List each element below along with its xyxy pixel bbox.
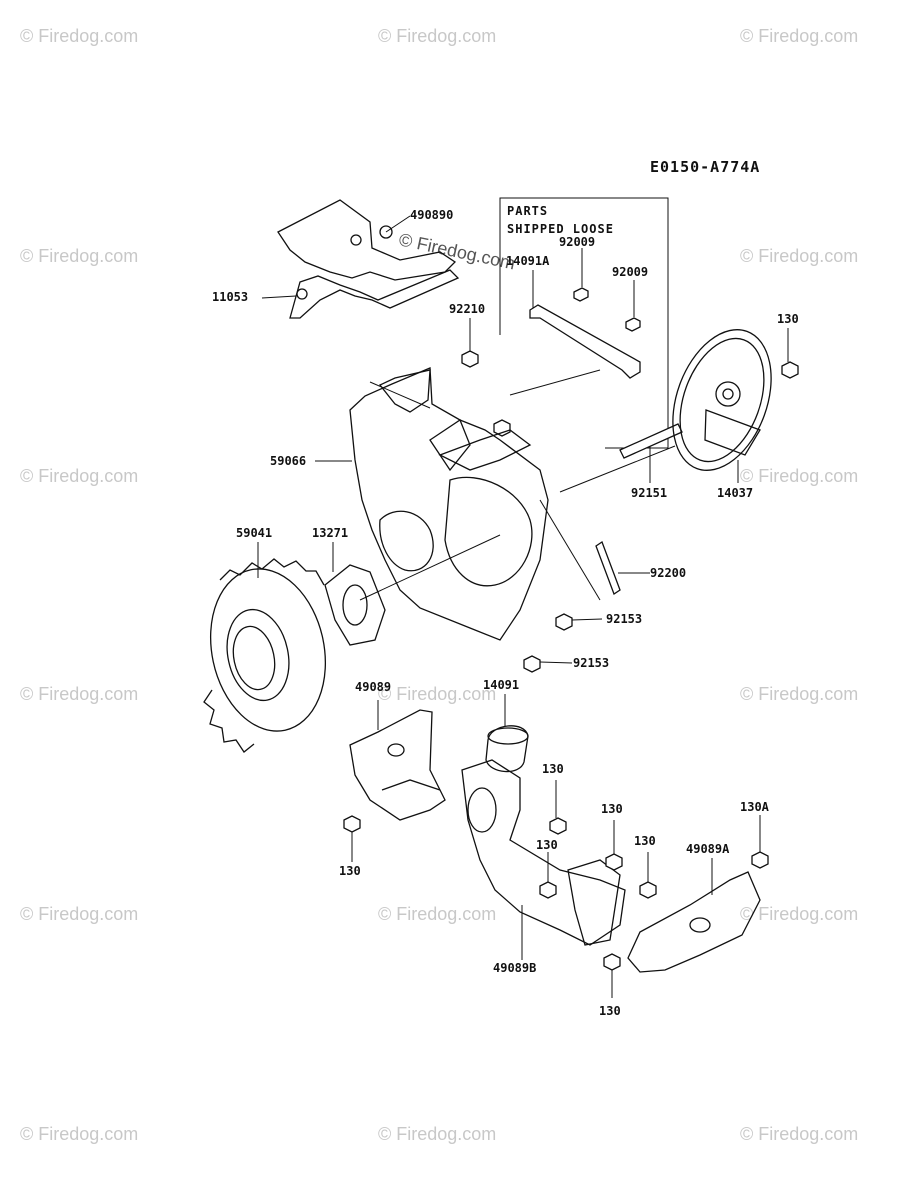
watermark: © Firedog.com	[740, 1124, 858, 1144]
part-130-d	[605, 820, 623, 871]
part-14037	[672, 329, 772, 483]
label-130-d: 130	[601, 802, 623, 816]
part-49089B	[461, 759, 626, 960]
label-92009-a: 92009	[559, 235, 595, 249]
part-14091A	[529, 270, 641, 379]
part-92153-b	[523, 655, 573, 673]
label-11053: 11053	[212, 290, 248, 304]
loose-parts-subtitle: SHIPPED LOOSE	[507, 222, 614, 236]
part-labels: 490890 11053 92009 14091A 92009 92210 13…	[212, 208, 799, 1018]
watermark: © Firedog.com	[378, 1124, 496, 1144]
watermark: © Firedog.com	[740, 246, 858, 266]
watermark: © Firedog.com	[20, 1124, 138, 1144]
label-92210: 92210	[449, 302, 485, 316]
part-130-b	[549, 780, 567, 835]
part-59041	[203, 542, 327, 753]
watermark: © Firedog.com	[20, 26, 138, 46]
part-92200	[595, 541, 650, 595]
watermark: © Firedog.com	[397, 229, 517, 273]
part-13271	[324, 542, 386, 646]
watermark: © Firedog.com	[740, 684, 858, 704]
label-49089B: 49089B	[493, 961, 536, 975]
part-130A	[751, 815, 769, 869]
label-130A: 130A	[740, 800, 770, 814]
part-130-f	[603, 953, 621, 998]
label-13271: 13271	[312, 526, 348, 540]
diagram-code: E0150-A774A	[650, 158, 760, 176]
label-92153-b: 92153	[573, 656, 609, 670]
label-14091: 14091	[483, 678, 519, 692]
label-490890: 490890	[410, 208, 453, 222]
label-92151: 92151	[631, 486, 667, 500]
loose-parts-title: PARTS	[507, 204, 548, 218]
part-92210	[461, 318, 511, 437]
watermark: © Firedog.com	[20, 904, 138, 924]
watermark: © Firedog.com	[378, 904, 496, 924]
label-49089A: 49089A	[686, 842, 730, 856]
watermark: © Firedog.com	[20, 246, 138, 266]
watermark: © Firedog.com	[740, 466, 858, 486]
watermarks: © Firedog.com © Firedog.com © Firedog.co…	[20, 26, 858, 1144]
watermark: © Firedog.com	[740, 904, 858, 924]
watermark: © Firedog.com	[378, 684, 496, 704]
part-92009-a	[573, 248, 589, 302]
part-130-e	[639, 852, 657, 899]
part-92151	[619, 423, 683, 483]
part-130-a	[343, 815, 361, 862]
part-49089A	[627, 858, 761, 973]
label-92009-b: 92009	[612, 265, 648, 279]
label-92200: 92200	[650, 566, 686, 580]
label-130-a: 130	[339, 864, 361, 878]
label-130-e: 130	[634, 834, 656, 848]
label-59041: 59041	[236, 526, 272, 540]
watermark: © Firedog.com	[378, 26, 496, 46]
label-14037: 14037	[717, 486, 753, 500]
part-59066	[315, 367, 549, 641]
label-130-c: 130	[536, 838, 558, 852]
part-130-top	[781, 328, 799, 379]
label-130-f: 130	[599, 1004, 621, 1018]
label-49089: 49089	[355, 680, 391, 694]
part-130-c	[539, 852, 557, 899]
label-130-top: 130	[777, 312, 799, 326]
part-92009-b	[625, 280, 641, 332]
label-14091A: 14091A	[506, 254, 550, 268]
part-11053	[261, 269, 460, 319]
assembly-axes	[359, 369, 676, 601]
part-49089	[349, 700, 446, 821]
part-92153-a	[555, 613, 603, 631]
label-130-b: 130	[542, 762, 564, 776]
watermark: © Firedog.com	[20, 684, 138, 704]
part-14091	[485, 694, 529, 773]
label-59066: 59066	[270, 454, 306, 468]
watermark: © Firedog.com	[740, 26, 858, 46]
label-92153-a: 92153	[606, 612, 642, 626]
watermark: © Firedog.com	[20, 466, 138, 486]
